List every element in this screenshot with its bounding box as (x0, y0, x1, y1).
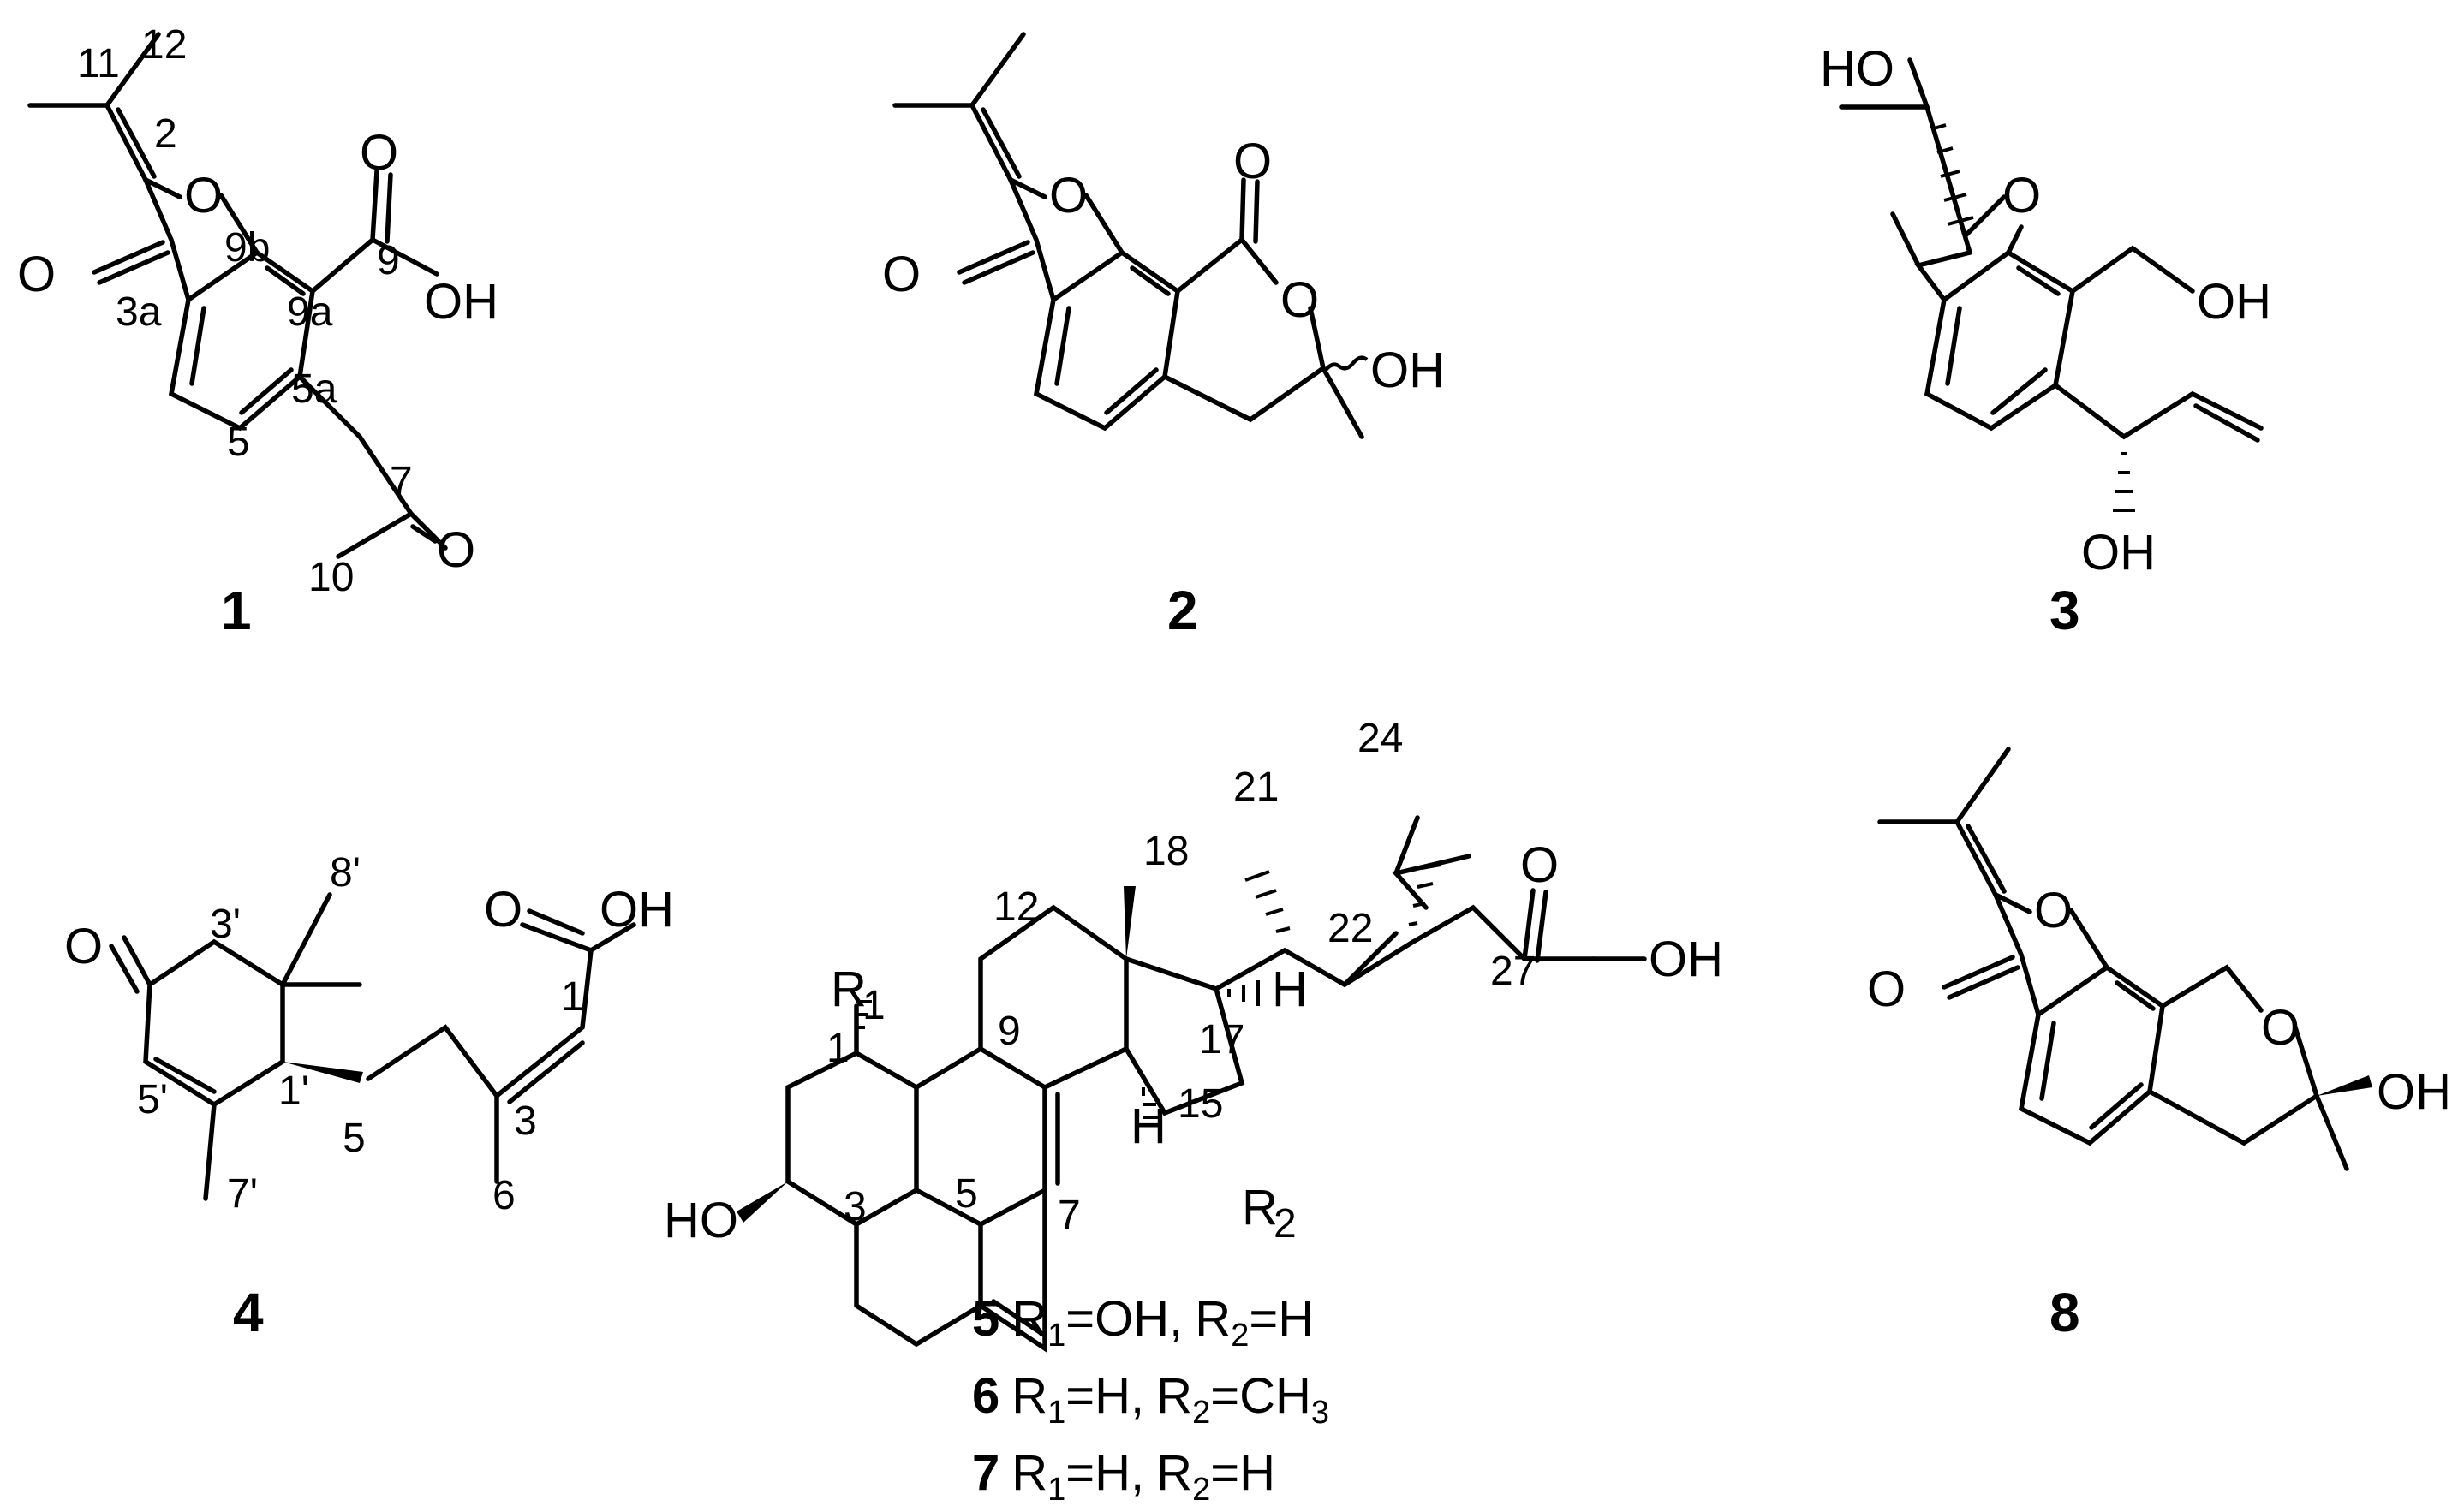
atom-number: 10 (308, 555, 354, 600)
atom-label: O (437, 522, 475, 578)
atom-number: 3a (116, 289, 162, 335)
atom-label: O (2034, 883, 2073, 938)
atom-number: 9 (998, 1009, 1021, 1054)
atom-number: 1 (561, 974, 584, 1020)
atom-label: R (1242, 1180, 1278, 1235)
compound-1-atoms: O O O OH O (17, 125, 498, 578)
atom-number: 11 (77, 41, 120, 86)
compound-3-structure (1839, 57, 2264, 443)
atom-number: 5 (343, 1116, 366, 1161)
atom-number: 1' (278, 1069, 309, 1114)
compound-4-structure (109, 892, 636, 1201)
atom-label: HO (664, 1193, 738, 1248)
compound-1-structure (27, 32, 448, 559)
compound-2-atoms: O O O O OH (882, 134, 1445, 398)
atom-label: O (1233, 134, 1272, 189)
atom-label: OH (600, 882, 674, 938)
atom-number: 5' (137, 1077, 168, 1122)
atom-label: O (1867, 961, 1906, 1017)
atom-number: 3 (514, 1098, 537, 1144)
atom-label: O (2002, 168, 2041, 223)
atom-number: 3 (844, 1184, 867, 1229)
atom-label: O (882, 247, 921, 302)
atom-number: 7 (390, 459, 413, 504)
compound-5-7-atoms: R 1 HO R 2 H H O OH (664, 837, 1723, 1248)
atom-label: O (1280, 272, 1319, 328)
atom-label: R (831, 961, 867, 1017)
atom-label: O (1520, 837, 1559, 893)
compound-3-hash-bonds (1933, 123, 2135, 512)
atom-label: HO (1820, 41, 1894, 97)
compound-id: 8 (2049, 1282, 2080, 1343)
compound-5-7-numbering: 24 21 18 12 22 27 17 1 9 15 3 5 7 (826, 716, 1536, 1238)
atom-label: O (1049, 168, 1088, 223)
atom-number: 2 (154, 111, 177, 157)
atom-number: 5a (291, 366, 337, 412)
compound-4-wedge (283, 1062, 363, 1083)
atom-label: O (64, 919, 103, 974)
atom-number: 9 (377, 238, 400, 283)
atom-label: OH (1649, 932, 1723, 987)
compound-8-wedge (2317, 1075, 2372, 1096)
atom-label: O (2261, 1000, 2300, 1056)
atom-label: OH (1370, 342, 1445, 398)
compound-id: 2 (1167, 580, 1198, 641)
compound-5-7-structure (785, 815, 1647, 1354)
atom-number: 5 (227, 420, 250, 465)
atom-number: 21 (1233, 765, 1279, 810)
compound-id: 3 (2049, 580, 2080, 641)
atom-number: 8' (330, 850, 361, 896)
atom-number: 6 (492, 1173, 516, 1218)
atom-subscript: 1 (862, 983, 886, 1028)
compound-8-atoms: O O O OH (1867, 883, 2451, 1120)
atom-number: 9b (224, 225, 270, 271)
atom-label: OH (2197, 274, 2271, 330)
atom-number: 24 (1357, 716, 1403, 761)
atom-label: O (17, 247, 56, 302)
atom-number: 9a (287, 289, 333, 335)
atom-number: 5 (955, 1171, 978, 1217)
atom-label: O (184, 168, 223, 223)
atom-number: 17 (1199, 1017, 1244, 1063)
compound-8-structure (1877, 747, 2349, 1171)
atom-label: O (484, 882, 522, 938)
atom-number: 15 (1178, 1081, 1223, 1127)
compound-3-atoms: HO O OH OH (1820, 41, 2271, 580)
compound-4-atoms: O O OH (64, 882, 674, 974)
atom-number: 18 (1143, 829, 1189, 874)
atom-label: H (1272, 961, 1308, 1017)
compound-1-numbering: 11 12 2 9b 9 3a 9a 5a 5 7 10 (77, 22, 413, 600)
atom-number: 7 (1058, 1193, 1081, 1238)
compound-id: 4 (233, 1282, 264, 1343)
compound-4-numbering: 3' 8' 5' 1' 7' 5 3 6 1 (137, 850, 584, 1218)
atom-label: OH (2081, 525, 2156, 580)
atom-number: 12 (993, 884, 1039, 930)
atom-label: H (1131, 1098, 1166, 1154)
atom-number: 27 (1490, 949, 1536, 994)
atom-number: 12 (141, 22, 187, 68)
atom-label: OH (2377, 1064, 2451, 1120)
atom-number: 1 (826, 1026, 850, 1071)
atom-number: 3' (210, 902, 241, 947)
compound-2-structure (892, 32, 1369, 439)
atom-label: O (360, 125, 398, 181)
compound-5-7-stereo (737, 863, 1441, 1223)
atom-label: OH (424, 274, 498, 330)
atom-subscript: 2 (1274, 1201, 1297, 1247)
atom-number: 22 (1327, 906, 1373, 951)
atom-number: 7' (227, 1171, 258, 1217)
compound-id: 1 (221, 580, 252, 641)
